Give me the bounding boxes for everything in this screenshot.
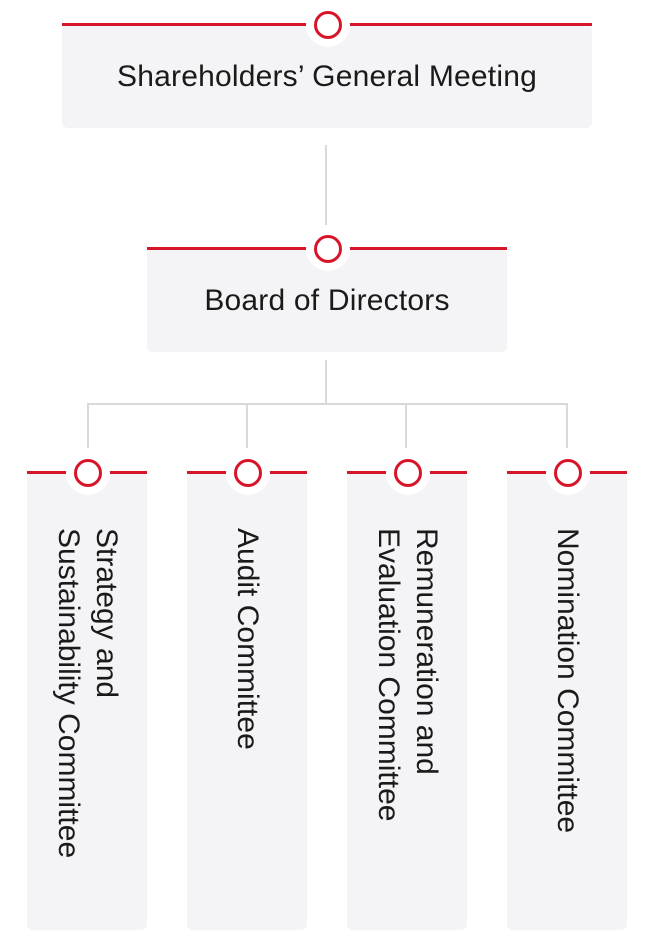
committee-node-nomination: Nomination Committee <box>507 472 627 930</box>
board-ring-icon <box>314 235 342 263</box>
shareholders-label: Shareholders’ General Meeting <box>117 60 537 93</box>
committee-node-strategy: Strategy and Sustainability Committee <box>27 472 147 930</box>
committee-node-audit: Audit Committee <box>187 472 307 930</box>
committee-label-audit: Audit Committee <box>231 528 264 750</box>
committee-label-remuneration: Remuneration and Evaluation Committee <box>372 528 443 822</box>
shareholders-node: Shareholders’ General Meeting <box>62 24 592 128</box>
connector-committee-4 <box>566 403 568 448</box>
connector-board-trunk <box>325 360 327 405</box>
committee-label-nomination: Nomination Committee <box>551 528 584 834</box>
committee-ring-icon-4 <box>554 459 582 487</box>
connector-committee-3 <box>405 403 407 448</box>
committee-node-remuneration: Remuneration and Evaluation Committee <box>347 472 467 930</box>
committee-ring-icon-2 <box>234 459 262 487</box>
connector-committee-2 <box>246 403 248 448</box>
committee-ring-icon-1 <box>74 459 102 487</box>
connector-shareholders-board <box>325 145 327 225</box>
connector-committee-1 <box>87 403 89 448</box>
board-label: Board of Directors <box>204 284 450 317</box>
committee-label-strategy: Strategy and Sustainability Committee <box>52 528 123 859</box>
shareholders-ring-icon <box>314 11 342 39</box>
connector-committees-bar <box>87 403 568 405</box>
committee-ring-icon-3 <box>394 459 422 487</box>
board-node: Board of Directors <box>147 248 507 352</box>
